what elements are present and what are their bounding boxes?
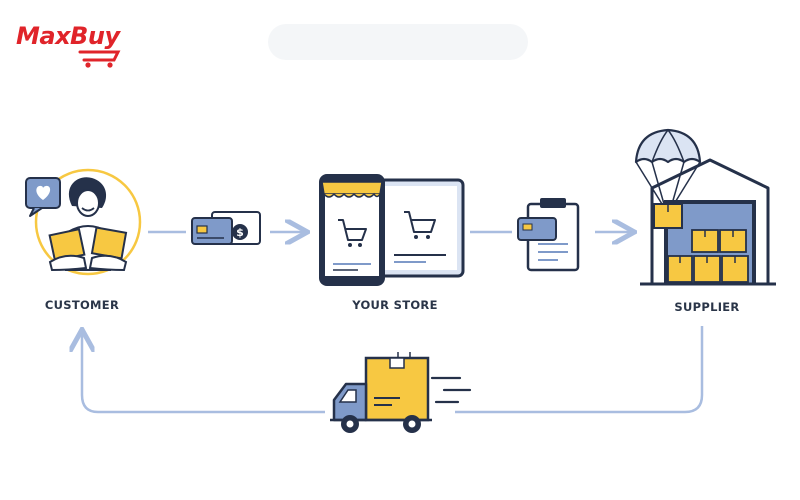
- customer-node: [25, 168, 142, 276]
- heart-chat-icon: [25, 177, 61, 217]
- cart-icon: [404, 211, 436, 239]
- clipboard-card-icon: [517, 198, 580, 272]
- svg-text:$: $: [236, 226, 244, 239]
- header-blur-bar: [268, 24, 528, 60]
- speed-lines: [430, 376, 472, 404]
- return-path-supplier-to-customer: [82, 326, 704, 414]
- warehouse-boxes: [667, 229, 749, 283]
- store-devices-icon: [319, 174, 465, 286]
- customer-person-icon: [48, 177, 128, 272]
- store-label: YOUR STORE: [352, 298, 438, 312]
- warehouse-icon: [640, 158, 776, 286]
- logo-cart-icon: [78, 50, 121, 68]
- parachute-package-icon: [634, 128, 702, 229]
- delivery-truck-icon: [330, 352, 472, 433]
- customer-label: CUSTOMER: [44, 298, 120, 312]
- maxbuy-logo[interactable]: MaxBuy: [14, 14, 134, 70]
- cart-icon: [338, 219, 367, 247]
- credit-card-cash-icon: $: [191, 211, 261, 245]
- supplier-label: SUPPLIER: [674, 300, 740, 314]
- brand-name: MaxBuy: [16, 22, 120, 50]
